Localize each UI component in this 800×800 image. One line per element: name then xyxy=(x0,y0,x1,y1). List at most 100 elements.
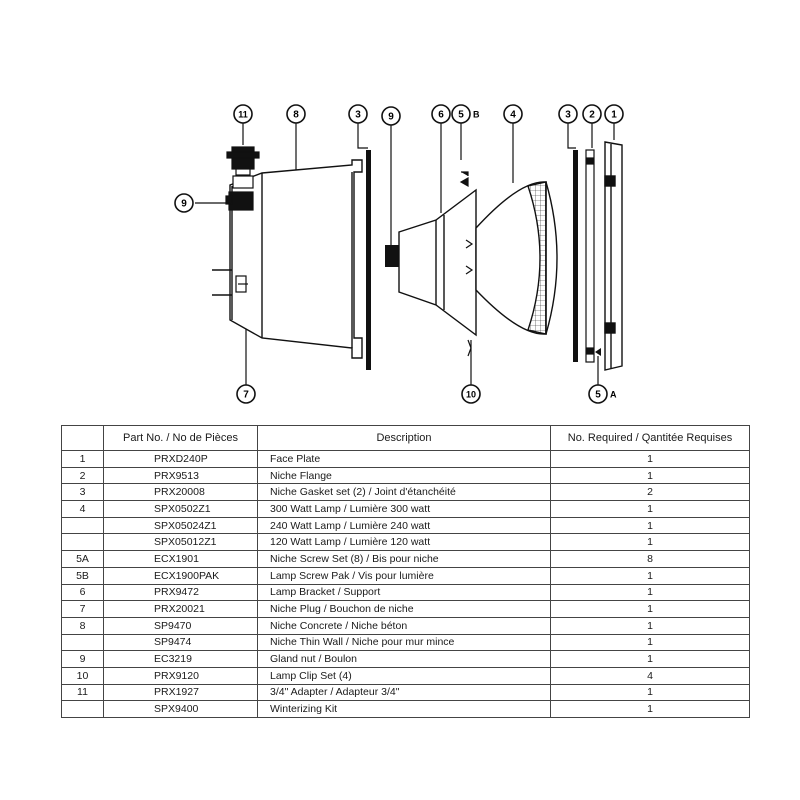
callout-8: 8 xyxy=(286,104,306,124)
callout-10: 10 xyxy=(461,384,481,404)
callout-label: 3 xyxy=(355,110,361,121)
quantity-cell: 1 xyxy=(550,633,750,652)
item-number-cell xyxy=(61,633,104,652)
callout-3a: 3 xyxy=(348,104,368,124)
description-cell: Niche Plug / Bouchon de niche xyxy=(257,600,551,618)
callout-circle xyxy=(451,104,471,124)
callout-2: 2 xyxy=(582,104,602,124)
description-cell: Niche Gasket set (2) / Joint d'étanchéit… xyxy=(257,483,551,502)
callout-4: 4 xyxy=(503,104,523,124)
callout-9b: 9 xyxy=(174,193,194,213)
callout-1: 1 xyxy=(604,104,624,124)
quantity-cell: 1 xyxy=(550,566,750,585)
item-number-cell: 5A xyxy=(61,550,104,568)
quantity-cell: 1 xyxy=(550,700,750,718)
item-number-cell xyxy=(61,700,104,718)
quantity-cell: 1 xyxy=(550,600,750,618)
callout-label: 5 xyxy=(595,390,601,401)
description-cell: Winterizing Kit xyxy=(257,700,551,718)
quantity-cell: 4 xyxy=(550,666,750,685)
gland-nut-part-9-lamp xyxy=(385,245,399,267)
callout-3b: 3 xyxy=(558,104,578,124)
description-cell: 240 Watt Lamp / Lumière 240 watt xyxy=(257,516,551,535)
item-number-cell: 2 xyxy=(61,466,104,485)
description-cell: 300 Watt Lamp / Lumière 300 watt xyxy=(257,500,551,518)
quantity-cell: 8 xyxy=(550,550,750,568)
callout-circle xyxy=(286,104,306,124)
callout-circle xyxy=(348,104,368,124)
callout-circle xyxy=(461,384,481,404)
part-number-cell: PRX9120 xyxy=(103,666,258,685)
part-number-cell: PRX20021 xyxy=(103,600,258,618)
quantity-cell: 1 xyxy=(550,683,750,702)
callout-label: 1 xyxy=(611,110,617,121)
callout-circle xyxy=(381,106,401,126)
part-number-cell: ECX1901 xyxy=(103,550,258,568)
table-header-row: Part No. / No de Pièces Description No. … xyxy=(61,425,750,451)
part-number-cell: SPX05012Z1 xyxy=(103,533,258,552)
niche-plug-part-7 xyxy=(235,275,248,293)
part-number-cell: SPX9400 xyxy=(103,700,258,718)
gasket-part-3-niche xyxy=(366,150,371,370)
callout-6: 6 xyxy=(431,104,451,124)
description-cell: Niche Concrete / Niche béton xyxy=(257,616,551,635)
callout-label: 8 xyxy=(293,110,299,121)
item-number-cell xyxy=(61,516,104,535)
adapter-part-11 xyxy=(226,146,260,176)
niche-screws-part-5a xyxy=(595,348,601,356)
callout-9a: 9 xyxy=(381,106,401,126)
callout-suffix: A xyxy=(610,390,617,400)
quantity-cell: 1 xyxy=(550,533,750,552)
niche-flange-part-2 xyxy=(585,149,595,363)
callout-circle xyxy=(558,104,578,124)
header-part-number: Part No. / No de Pièces xyxy=(103,425,258,451)
callout-circle xyxy=(431,104,451,124)
part-number-cell: ECX1900PAK xyxy=(103,566,258,585)
description-cell: Niche Flange xyxy=(257,466,551,485)
callout-label: 7 xyxy=(243,390,249,401)
part-number-cell: PRX20008 xyxy=(103,483,258,502)
callout-circle xyxy=(236,384,256,404)
callout-circle xyxy=(604,104,624,124)
item-number-cell: 8 xyxy=(61,616,104,635)
callout-circle xyxy=(233,104,253,124)
header-quantity: No. Required / Qantitée Requises xyxy=(550,425,750,451)
description-cell: 120 Watt Lamp / Lumière 120 watt xyxy=(257,533,551,552)
item-number-cell: 5B xyxy=(61,566,104,585)
item-number-cell: 9 xyxy=(61,650,104,668)
callout-11: 11 xyxy=(233,104,253,124)
part-number-cell: SPX05024Z1 xyxy=(103,516,258,535)
quantity-cell: 2 xyxy=(550,483,750,502)
item-number-cell: 11 xyxy=(61,683,104,702)
item-number-cell: 4 xyxy=(61,500,104,518)
item-number-cell: 7 xyxy=(61,600,104,618)
quantity-cell: 1 xyxy=(550,500,750,518)
callout-label: 5 xyxy=(458,110,464,121)
callout-circle xyxy=(174,193,194,213)
description-cell: Lamp Screw Pak / Vis pour lumière xyxy=(257,566,551,585)
description-cell: Niche Thin Wall / Niche pour mur mince xyxy=(257,633,551,652)
gland-nut-part-9-niche xyxy=(225,175,254,211)
part-number-cell: SP9470 xyxy=(103,616,258,635)
callout-circle xyxy=(503,104,523,124)
part-number-cell: PRX9513 xyxy=(103,466,258,485)
description-cell: Gland nut / Boulon xyxy=(257,650,551,668)
header-description: Description xyxy=(257,425,551,451)
item-number-cell: 6 xyxy=(61,583,104,602)
face-plate-part-1 xyxy=(604,141,623,371)
